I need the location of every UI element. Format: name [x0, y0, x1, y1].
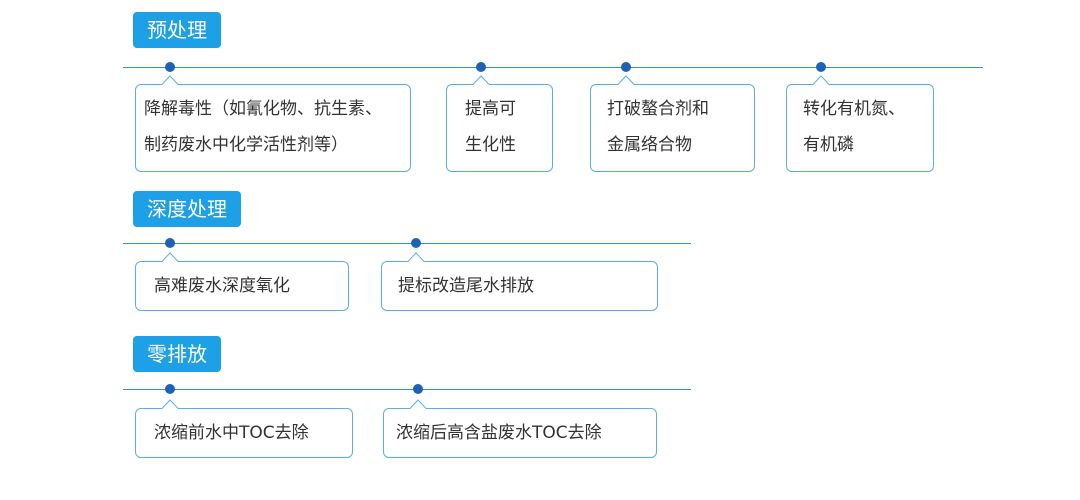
- callout-notch: [161, 399, 179, 409]
- timeline-dot: [165, 62, 175, 72]
- callout-line: 降解毒性（如氰化物、抗生素、: [144, 99, 382, 119]
- callout-line: 提标改造尾水排放: [398, 276, 534, 296]
- callout-notch: [472, 75, 490, 85]
- timeline-advanced-treatment: [123, 243, 691, 244]
- timeline-dot: [413, 384, 423, 394]
- callout-line: 高难废水深度氧化: [154, 276, 290, 296]
- callout-advanced-2: 提标改造尾水排放: [381, 252, 658, 311]
- callout-line: 浓缩后高含盐废水TOC去除: [396, 423, 602, 443]
- timeline-dot: [411, 238, 421, 248]
- callout-line: 转化有机氮、: [803, 99, 905, 119]
- callout-line: 金属络合物: [607, 135, 692, 155]
- timeline-dot: [621, 62, 631, 72]
- callout-notch: [407, 252, 425, 262]
- section-title-zero-discharge: 零排放: [133, 336, 221, 372]
- callout-notch: [409, 399, 427, 409]
- callout-pretreatment-2: 提高可 生化性: [446, 75, 553, 172]
- callout-pretreatment-4: 转化有机氮、 有机磷: [786, 75, 934, 172]
- callout-line: 有机磷: [803, 135, 854, 155]
- callout-line: 浓缩前水中TOC去除: [154, 423, 309, 443]
- callout-line: 提高可: [465, 99, 516, 119]
- callout-zero-2: 浓缩后高含盐废水TOC去除: [383, 399, 657, 458]
- callout-notch: [617, 75, 635, 85]
- callout-line: 打破螯合剂和: [607, 99, 709, 119]
- callout-pretreatment-1: 降解毒性（如氰化物、抗生素、 制药废水中化学活性剂等）: [135, 75, 411, 172]
- callout-advanced-1: 高难废水深度氧化: [135, 252, 349, 311]
- section-title-advanced-treatment: 深度处理: [133, 191, 241, 227]
- callout-pretreatment-3: 打破螯合剂和 金属络合物: [590, 75, 755, 172]
- timeline-zero-discharge: [123, 389, 691, 390]
- timeline-dot: [816, 62, 826, 72]
- timeline-dot: [476, 62, 486, 72]
- section-title-pretreatment: 预处理: [133, 12, 221, 48]
- callout-zero-1: 浓缩前水中TOC去除: [135, 399, 353, 458]
- callout-line: 生化性: [465, 135, 516, 155]
- timeline-dot: [165, 238, 175, 248]
- timeline-dot: [165, 384, 175, 394]
- callout-notch: [161, 75, 179, 85]
- callout-notch: [161, 252, 179, 262]
- callout-line: 制药废水中化学活性剂等）: [144, 135, 348, 155]
- callout-notch: [812, 75, 830, 85]
- timeline-pretreatment: [123, 67, 983, 68]
